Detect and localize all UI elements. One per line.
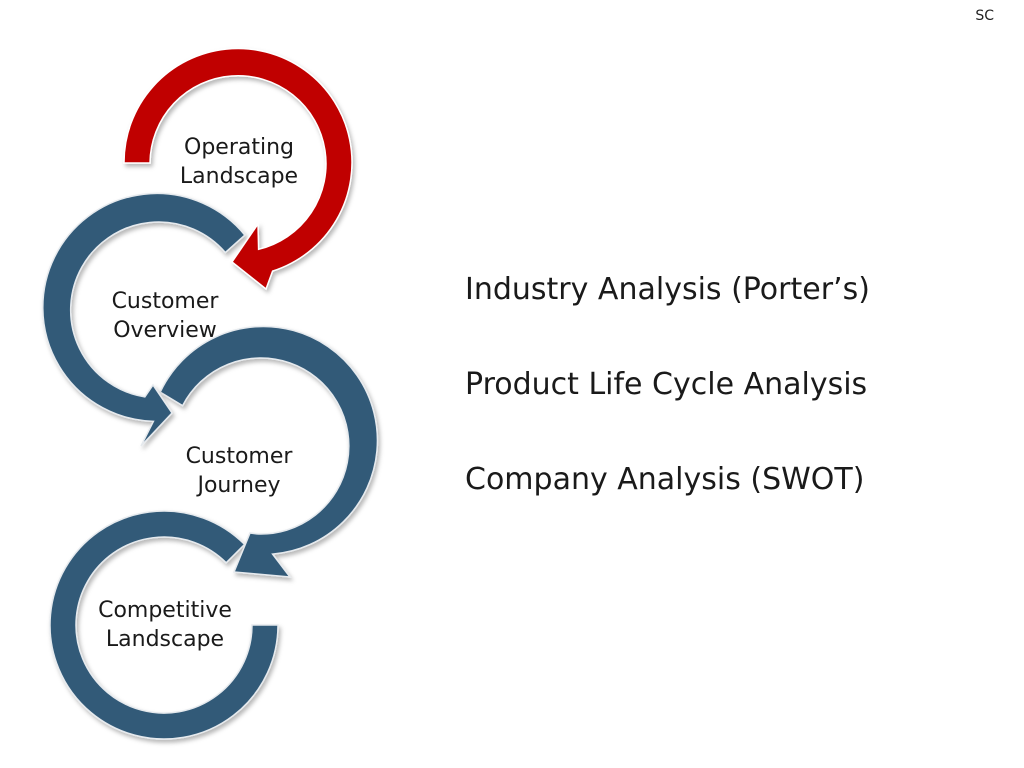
topic-item-product-life-cycle: Product Life Cycle Analysis	[465, 367, 868, 402]
topic-list: Industry Analysis (Porter’s) Product Lif…	[465, 270, 870, 555]
topic-item-company-analysis: Company Analysis (SWOT)	[465, 462, 865, 497]
topic-item-industry-analysis: Industry Analysis (Porter’s)	[465, 272, 870, 307]
node-label-line: Customer	[185, 444, 293, 469]
node-label-operating-landscape: Operating Landscape	[174, 133, 304, 191]
node-label-line: Landscape	[179, 164, 299, 189]
node-label-line: Journey	[197, 473, 281, 498]
node-label-line: Landscape	[105, 627, 225, 652]
node-label-line: Competitive	[98, 598, 232, 623]
ring-competitive-landscape	[49, 510, 279, 740]
node-label-line: Operating	[184, 135, 294, 160]
node-label-competitive-landscape: Competitive Landscape	[90, 596, 240, 654]
ring-customer-journey	[159, 325, 379, 578]
node-label-line: Customer	[111, 289, 219, 314]
slide-initials: SC	[975, 8, 994, 24]
node-label-customer-overview: Customer Overview	[100, 287, 230, 345]
node-label-customer-journey: Customer Journey	[174, 442, 304, 500]
cycle-diagram	[42, 47, 379, 740]
node-label-line: Overview	[113, 318, 217, 343]
ring-customer-overview	[42, 192, 246, 447]
ring-operating-landscape	[123, 47, 353, 291]
